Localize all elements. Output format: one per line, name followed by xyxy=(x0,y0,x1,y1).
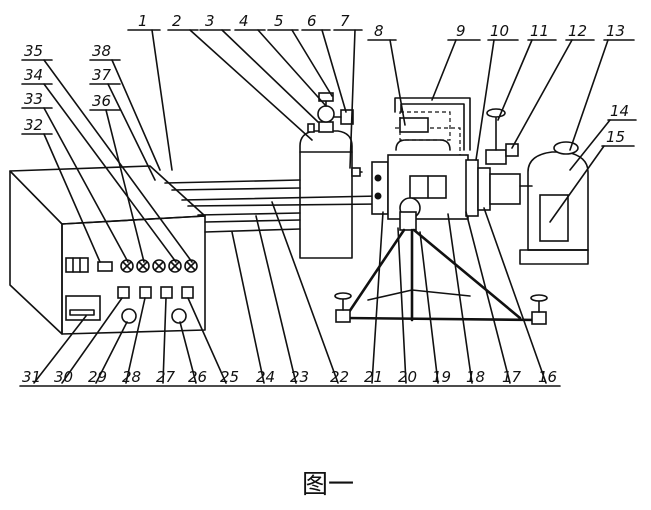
label-30: 30 xyxy=(54,368,73,386)
label-35: 35 xyxy=(24,42,43,60)
label-7: 7 xyxy=(340,12,350,30)
label-37: 37 xyxy=(92,66,112,84)
leader-lines-bottom xyxy=(33,201,547,384)
label-38: 38 xyxy=(92,42,111,60)
label-17: 17 xyxy=(502,368,522,386)
label-9: 9 xyxy=(456,22,466,40)
label-19: 19 xyxy=(432,368,451,386)
label-28: 28 xyxy=(122,368,141,386)
label-32: 32 xyxy=(24,116,43,134)
label-10: 10 xyxy=(490,22,509,40)
label-29: 29 xyxy=(88,368,107,386)
label-34: 34 xyxy=(24,66,43,84)
connecting-rails xyxy=(164,179,381,233)
label-20: 20 xyxy=(398,368,417,386)
tripod-stand xyxy=(334,211,548,325)
right-coupling xyxy=(477,108,533,211)
label-26: 26 xyxy=(188,368,207,386)
label-11: 11 xyxy=(530,22,549,40)
label-33: 33 xyxy=(24,90,43,108)
central-chamber xyxy=(371,97,479,220)
label-1: 1 xyxy=(138,12,148,30)
label-23: 23 xyxy=(290,368,309,386)
label-2: 2 xyxy=(172,12,182,30)
gas-cylinder-left xyxy=(299,92,363,259)
label-24: 24 xyxy=(256,368,275,386)
labels-left: 35 34 33 32 38 37 36 xyxy=(24,42,112,134)
label-5: 5 xyxy=(274,12,284,30)
label-18: 18 xyxy=(466,368,485,386)
figure-caption: 图一 xyxy=(302,470,354,500)
label-14: 14 xyxy=(610,102,629,120)
label-31: 31 xyxy=(22,368,41,386)
label-21: 21 xyxy=(364,368,383,386)
labels-bottom: 31 30 29 28 27 26 25 24 23 22 21 20 19 1… xyxy=(22,368,557,386)
label-4: 4 xyxy=(239,12,249,30)
label-15: 15 xyxy=(606,128,625,146)
label-6: 6 xyxy=(307,12,317,30)
label-27: 27 xyxy=(156,368,176,386)
label-13: 13 xyxy=(606,22,625,40)
label-8: 8 xyxy=(374,22,384,40)
label-22: 22 xyxy=(330,368,349,386)
label-16: 16 xyxy=(538,368,557,386)
label-12: 12 xyxy=(568,22,587,40)
leader-lines-left xyxy=(21,59,193,263)
labels-top: 1 2 3 4 5 6 7 8 9 10 11 12 13 14 15 xyxy=(138,12,629,146)
leader-lines-top xyxy=(127,29,637,223)
control-box xyxy=(9,165,206,335)
label-36: 36 xyxy=(92,92,111,110)
label-3: 3 xyxy=(205,12,215,30)
label-25: 25 xyxy=(220,368,239,386)
